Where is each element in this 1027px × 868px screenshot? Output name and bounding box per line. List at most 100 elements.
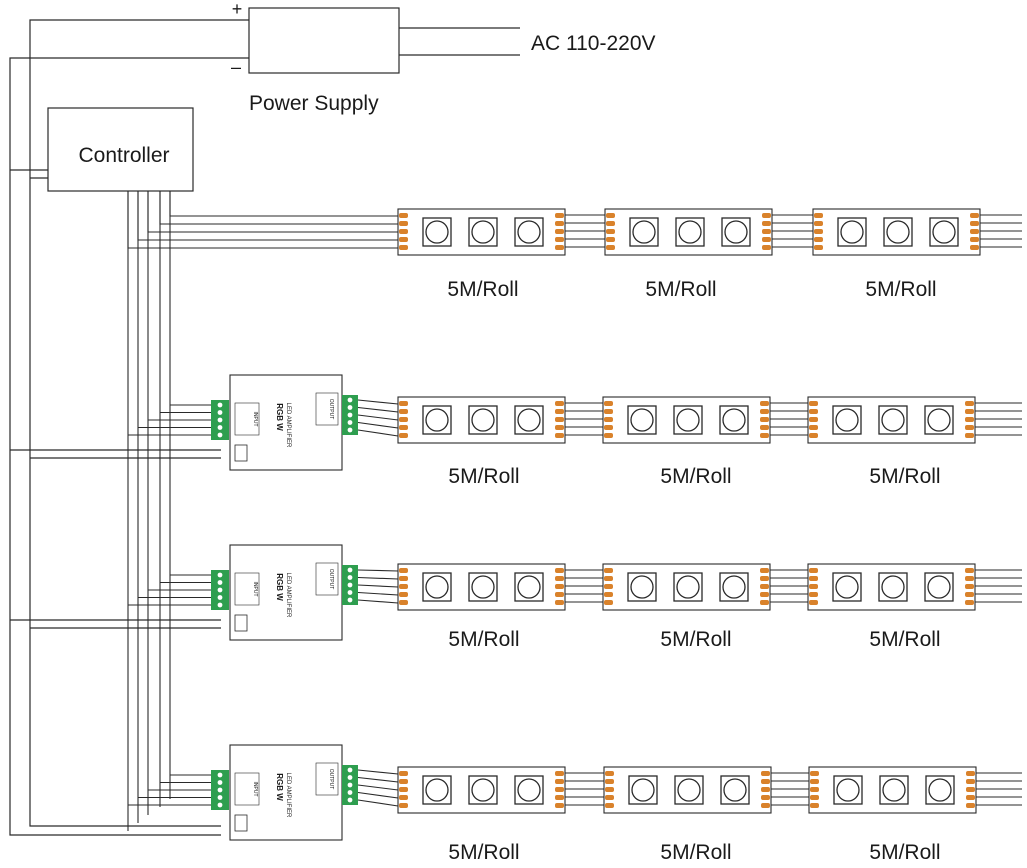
amp2-output-wire-5 <box>357 599 399 604</box>
strip-label-row3-3: 5M/Roll <box>869 628 940 651</box>
right-pad-3 <box>965 584 974 589</box>
right-pad-3 <box>555 417 564 422</box>
strip-label-row2-1: 5M/Roll <box>448 465 519 488</box>
strip-row3-1 <box>397 563 603 611</box>
amp2-output-wire-1 <box>357 569 399 572</box>
output-grid <box>315 762 339 796</box>
strip-row1-2 <box>604 208 813 256</box>
output-screw-1 <box>347 397 353 403</box>
right-pad-1 <box>555 771 564 776</box>
left-pad-5 <box>809 433 818 438</box>
right-pad-3 <box>555 787 564 792</box>
output-screw-1 <box>347 767 353 773</box>
amp3-output-wire-5 <box>357 799 399 807</box>
strip-label-row1-2: 5M/Roll <box>645 278 716 301</box>
amp3-output-wire-2 <box>357 776 399 783</box>
right-pad-4 <box>555 425 564 430</box>
amp1-output-wire-3 <box>357 414 399 421</box>
plus-sign: + <box>232 0 243 19</box>
led-lens-1 <box>835 408 859 432</box>
strip-label-row1-1: 5M/Roll <box>447 278 518 301</box>
strip-row2-2 <box>602 396 808 444</box>
left-pad-2 <box>810 779 819 784</box>
led-lens-2 <box>677 778 701 802</box>
amplifier-subtitle: LED AMPLIFIER <box>285 403 291 448</box>
controller-label: Controller <box>78 144 169 167</box>
led-lens-1 <box>631 778 655 802</box>
amplifier-subtitle: LED AMPLIFIER <box>285 773 291 818</box>
left-pad-3 <box>399 787 408 792</box>
led-lens-3 <box>723 778 747 802</box>
output-screw-1 <box>347 567 353 573</box>
left-pad-3 <box>399 584 408 589</box>
strip-row2-3 <box>807 396 1022 444</box>
input-screw-2 <box>217 410 223 415</box>
power-wires <box>9 19 249 836</box>
output-screw-5 <box>347 427 353 433</box>
input-screw-1 <box>217 772 223 778</box>
input-screw-5 <box>217 602 223 608</box>
output-word: OUTPUT <box>328 569 334 590</box>
left-pad-3 <box>399 417 408 422</box>
row1-signal-wire-2 <box>159 191 398 225</box>
led-lens-2 <box>881 408 905 432</box>
led-lens-1 <box>835 575 859 599</box>
left-pad-2 <box>604 576 613 581</box>
led-lens-2 <box>471 575 495 599</box>
left-pad-3 <box>605 787 614 792</box>
left-pad-4 <box>809 592 818 597</box>
row1-signal-wire-4 <box>137 191 398 241</box>
left-pad-1 <box>399 568 408 573</box>
right-pad-3 <box>970 229 979 234</box>
right-pad-1 <box>965 568 974 573</box>
right-pad-4 <box>762 237 771 242</box>
row1-signal-wire-1 <box>169 191 398 217</box>
left-pad-2 <box>814 221 823 226</box>
right-pad-3 <box>762 229 771 234</box>
right-pad-4 <box>970 237 979 242</box>
strip-row1-1 <box>397 208 605 256</box>
amp1-output-wire-2 <box>357 406 399 413</box>
left-pad-1 <box>605 771 614 776</box>
left-pad-1 <box>810 771 819 776</box>
amplifier-title: RGB W <box>275 403 284 431</box>
power-socket <box>234 814 248 832</box>
right-pad-2 <box>555 409 564 414</box>
output-grid <box>315 392 339 426</box>
left-pad-4 <box>399 592 408 597</box>
led-lens-2 <box>471 778 495 802</box>
left-pad-1 <box>399 213 408 218</box>
positive-main-wire <box>29 19 249 827</box>
amp2-output-wire-2 <box>357 576 399 580</box>
amp3-output-wire-1 <box>357 769 399 775</box>
left-pad-4 <box>399 425 408 430</box>
ac-input-label: AC 110-220V <box>531 32 656 55</box>
minus-sign: – <box>231 57 241 77</box>
left-pad-2 <box>399 779 408 784</box>
led-lens-1 <box>425 575 449 599</box>
signal-bus <box>127 191 399 831</box>
left-pad-2 <box>399 221 408 226</box>
right-pad-5 <box>555 245 564 250</box>
left-pad-1 <box>809 568 818 573</box>
input-grid <box>234 772 260 806</box>
left-pad-5 <box>399 245 408 250</box>
led-lens-1 <box>630 408 654 432</box>
left-pad-4 <box>399 237 408 242</box>
output-screw-5 <box>347 797 353 803</box>
power-supply-box <box>248 7 400 74</box>
left-pad-4 <box>604 592 613 597</box>
right-pad-1 <box>761 771 770 776</box>
power-supply-label: Power Supply <box>249 92 379 115</box>
left-pad-5 <box>810 803 819 808</box>
right-pad-5 <box>965 433 974 438</box>
left-pad-4 <box>810 795 819 800</box>
led-lens-3 <box>932 220 956 244</box>
controller: Controller <box>47 107 194 192</box>
input-grid <box>234 402 260 436</box>
left-pad-5 <box>606 245 615 250</box>
input-screw-4 <box>217 795 223 800</box>
